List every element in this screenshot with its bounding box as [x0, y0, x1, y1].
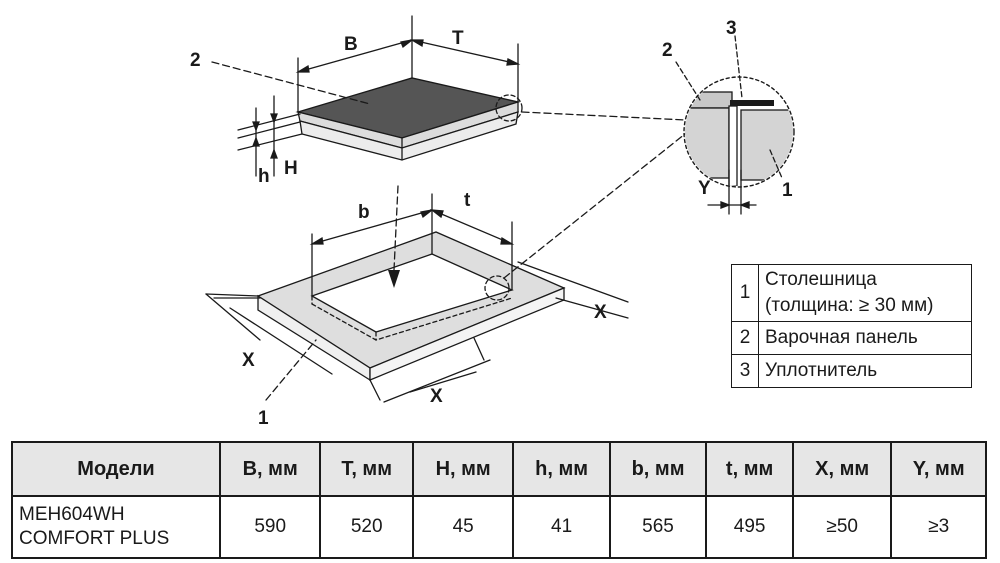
cutout-dimension-lines: [309, 193, 515, 297]
table-row: MEH604WH COMFORT PLUS 590 520 45 41 565 …: [11, 495, 987, 559]
model-name-line1: MEH604WH: [19, 504, 125, 525]
dim-label-h: h: [258, 166, 270, 187]
dim-label-x-front: X: [430, 386, 443, 407]
header-B: B, мм: [218, 441, 322, 497]
dim-label-b: b: [358, 202, 370, 223]
dim-label-t: t: [464, 190, 471, 211]
dim-label-x-right: X: [594, 302, 607, 323]
legend-row: 1 Столешница (толщина: ≥ 30 мм): [731, 264, 972, 322]
value-T: 520: [319, 495, 414, 559]
clearance-x-lines: [205, 261, 629, 403]
detail-callout-seal: 3: [726, 18, 737, 39]
value-B: 590: [218, 495, 322, 559]
header-t: t, мм: [705, 441, 794, 497]
dim-label-T: T: [452, 28, 464, 49]
header-Y: Y, мм: [890, 441, 987, 497]
legend-row: 3 Уплотнитель: [731, 354, 972, 388]
legend-text: Варочная панель: [758, 321, 972, 355]
countertop-illustration: [256, 231, 566, 382]
legend-text: Столешница (толщина: ≥ 30 мм): [758, 264, 972, 322]
header-X: X, мм: [791, 441, 893, 497]
header-H: H, мм: [411, 441, 515, 497]
header-models: Модели: [11, 441, 221, 497]
legend-text-line1: Столешница: [765, 269, 877, 290]
legend-text-line2: (толщина: ≥ 30 мм): [765, 295, 934, 316]
legend-num: 3: [731, 354, 759, 388]
legend-table: 1 Столешница (толщина: ≥ 30 мм) 2 Варочн…: [731, 264, 972, 388]
callout-hob: 2: [190, 50, 201, 71]
detail-callout-countertop: 1: [782, 180, 793, 201]
header-b: b, мм: [608, 441, 708, 497]
value-t: 495: [705, 495, 794, 559]
dim-label-x-left: X: [242, 350, 255, 371]
legend-num: 1: [731, 264, 759, 322]
callout-countertop: 1: [258, 408, 269, 429]
model-name-line2: COMFORT PLUS: [19, 528, 170, 549]
model-cell: MEH604WH COMFORT PLUS: [11, 495, 221, 559]
legend-num: 2: [731, 321, 759, 355]
legend-text: Уплотнитель: [758, 354, 972, 388]
dim-label-B: B: [344, 34, 358, 55]
legend-row: 2 Варочная панель: [731, 321, 972, 355]
value-H: 45: [411, 495, 515, 559]
hob-height-lines: [237, 95, 303, 177]
dim-label-H: H: [284, 158, 298, 179]
spec-table: Модели B, мм T, мм H, мм h, мм b, мм t, …: [11, 441, 987, 559]
header-T: T, мм: [319, 441, 414, 497]
value-X: ≥50: [791, 495, 893, 559]
value-Y: ≥3: [890, 495, 987, 559]
hob-illustration: [295, 77, 521, 161]
diagram-drawing: 2 B T H h b t X X X 1 2 3 1 Y: [190, 15, 795, 429]
value-b: 565: [608, 495, 708, 559]
hob-dimension-lines: [295, 15, 521, 113]
value-h: 41: [512, 495, 611, 559]
dim-label-Y: Y: [698, 178, 711, 199]
spec-header-row: Модели B, мм T, мм H, мм h, мм b, мм t, …: [11, 441, 987, 497]
header-h: h, мм: [512, 441, 611, 497]
detail-callout-hob: 2: [662, 40, 673, 61]
